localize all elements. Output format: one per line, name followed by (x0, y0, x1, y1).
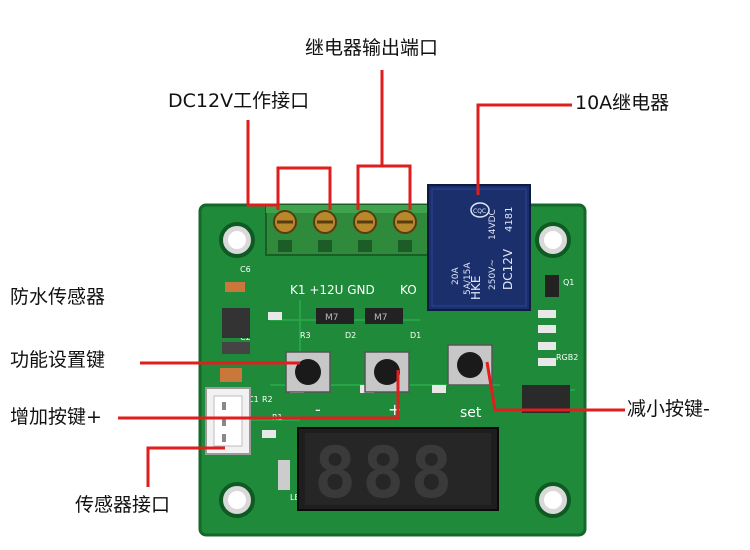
sensor-connector (205, 387, 251, 455)
label-decrease-key: 减小按键- (627, 398, 710, 420)
smd-capacitor (225, 282, 245, 292)
terminal-screw (393, 210, 417, 234)
smd-chip (222, 342, 250, 354)
smd-resistor (538, 358, 556, 366)
silk-terminals: K1 +12U GND (290, 283, 375, 297)
svg-text:M7: M7 (325, 313, 339, 323)
callout-lines (118, 70, 625, 487)
silk-d1: D1 (410, 331, 421, 340)
button-increase (364, 351, 410, 393)
silk-r2: R2 (262, 395, 273, 404)
callout-line-increase (118, 370, 400, 420)
callout-line-power (246, 120, 278, 207)
callout-line-sensor (146, 446, 225, 487)
smd-resistor (538, 342, 556, 350)
callout-bracket-power (276, 166, 332, 210)
label-function-set-key: 功能设置键 (10, 349, 106, 371)
label-relay-output-port: 继电器输出端口 (305, 37, 439, 59)
silk-q1: Q1 (563, 278, 574, 287)
smd-resistor (268, 312, 282, 320)
relay-cert: CQC (473, 208, 486, 215)
smd-resistor (538, 310, 556, 318)
svg-text:M7: M7 (374, 313, 388, 323)
screw-terminal-block (265, 204, 429, 256)
relay-cert-logo (470, 202, 490, 218)
label-sensor-port: 传感器接口 (75, 494, 171, 516)
label-increase-key: 增加按键+ (10, 406, 102, 428)
voltage-regulator (222, 308, 250, 338)
transistor-q1 (545, 275, 559, 297)
silk-d2: D2 (345, 331, 356, 340)
button-function-set (285, 351, 331, 393)
relay-rating: 14VDC (488, 209, 498, 240)
label-waterproof-sensor: 防水传感器 (10, 286, 106, 308)
microcontroller-chip (522, 385, 570, 413)
silk-c1: C1 (248, 395, 259, 404)
smd-resistor (432, 385, 446, 393)
label-relay-10a: 10A继电器 (575, 92, 670, 114)
silk-rgb2: RGB2 (556, 353, 578, 362)
seven-segment-display: 888 (297, 427, 499, 514)
terminal-screw (353, 210, 377, 234)
status-led (278, 460, 290, 490)
label-dc12v-power-port: DC12V工作接口 (168, 90, 310, 112)
terminal-screw (313, 210, 337, 234)
display-digits: 888 (314, 432, 458, 514)
callout-line-decrease (485, 361, 625, 412)
silk-ko: KO (400, 283, 417, 297)
smd-capacitor (220, 368, 242, 382)
smd-components: M7 M7 (220, 275, 570, 490)
silk-c6: C6 (240, 265, 251, 274)
callout-line-relay (476, 103, 572, 195)
relay-10a: HKE 20A 5A/15A 14VDC 250V~ DC12V 4181 CQ… (427, 184, 531, 311)
silk-r3: R3 (300, 331, 311, 340)
relay-brand: HKE (469, 276, 483, 300)
silk-minus: - (315, 400, 321, 419)
diode-d1 (365, 308, 403, 324)
relay-rating: 20A (451, 267, 461, 285)
relay-rating: 250V~ (488, 259, 498, 290)
terminal-screw (273, 210, 297, 234)
diode-d2 (316, 308, 354, 324)
relay-model: DC12V (501, 248, 515, 290)
callout-bracket-relay-output (356, 164, 412, 210)
button-decrease (447, 344, 493, 386)
silk-set: set (460, 405, 482, 421)
relay-rating: 5A/15A (463, 262, 473, 295)
relay-code: 4181 (504, 207, 515, 232)
smd-resistor (262, 430, 276, 438)
smd-resistor (538, 325, 556, 333)
